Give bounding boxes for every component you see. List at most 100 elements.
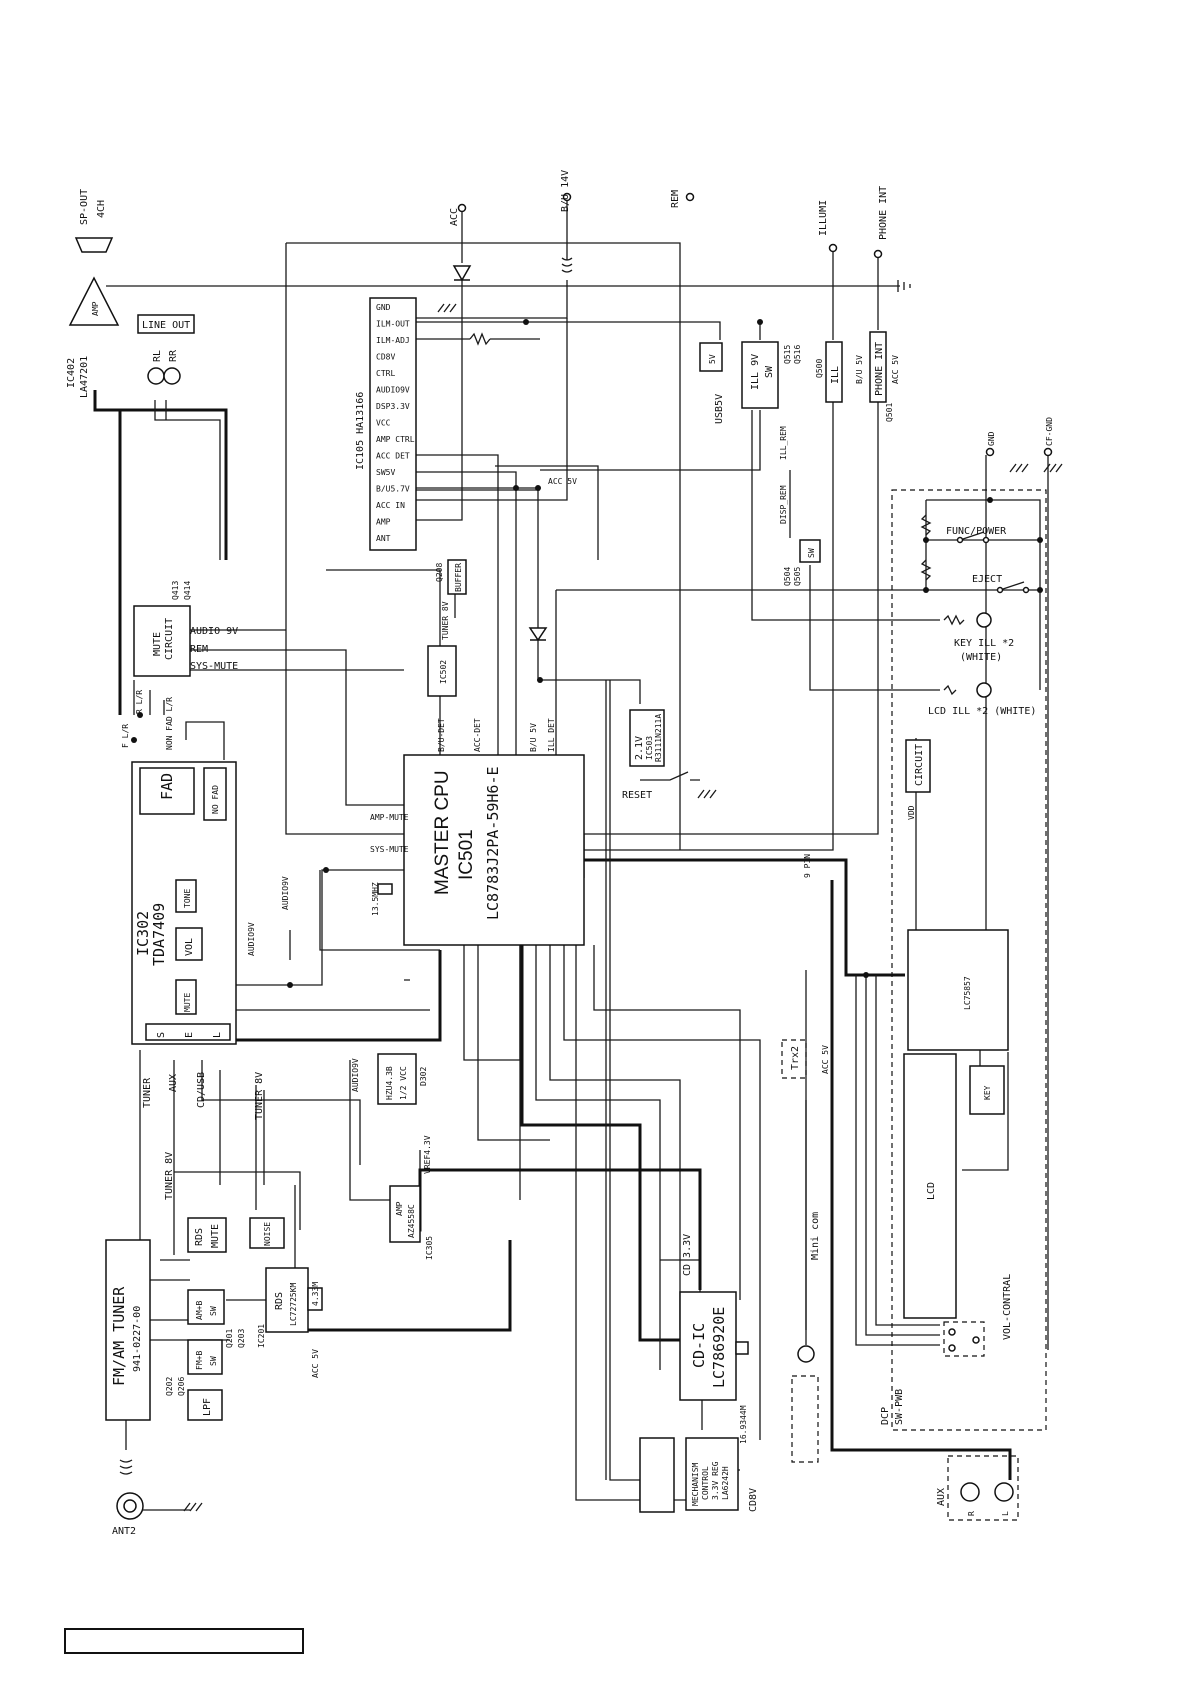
ic503-part-label: R3111N211A (654, 714, 663, 762)
ill9v-label: ILL 9V (750, 354, 761, 390)
bu14v-wire (416, 200, 568, 319)
phone-int-label: PHONE INT (878, 186, 889, 240)
acc-label: ACC (449, 208, 460, 226)
rem-label: REM (670, 190, 681, 208)
coil-icon (119, 1459, 133, 1475)
key-label: KEY (983, 1085, 992, 1100)
aux2-label: AUX (168, 1074, 179, 1092)
amp-ic402 (68, 276, 120, 326)
amp-mute-label: AMP-MUTE (370, 813, 409, 822)
rl-label: RL (152, 350, 163, 362)
l-label: L (212, 1032, 223, 1038)
trx2-box (781, 1039, 807, 1079)
lcd-box (903, 1053, 957, 1319)
ic105-label: IC105 HA13166 (355, 392, 366, 470)
amp-label: AMP (91, 301, 100, 316)
ic105-pin-list: GNDILM-OUTILM-ADJCD8VCTRLAUDIO9VDSP3.3VV… (376, 303, 415, 543)
tuner-label: TUNER (142, 1077, 153, 1108)
tuner8v-2-label: TUNER 8V (254, 1072, 265, 1120)
cf-gnd-label: CF-GND (1045, 417, 1054, 446)
ic302-label: IC302 (134, 911, 152, 956)
ill-rem-wire (751, 410, 940, 621)
tuner8v-label: TUNER 8V (441, 601, 450, 640)
vdd-label: VDD (907, 805, 916, 820)
rca-jack-icon (163, 367, 181, 385)
fm-am-tuner-box (105, 1239, 151, 1421)
ic105-pin-11: B/U5.7V (376, 485, 410, 494)
trx2-label: Trx2 (790, 1046, 801, 1070)
ill-q500-box (825, 341, 843, 403)
q505-label: Q505 (793, 567, 802, 586)
ic105-pin-9: ACC DET (376, 452, 410, 461)
ic105-pin-4: CTRL (376, 369, 395, 378)
top-terminals (457, 192, 1053, 457)
gnd-label: GND (987, 431, 996, 446)
noise-box (249, 1217, 285, 1249)
dcp-label: DCP (880, 1407, 891, 1425)
5v-label: 5V (708, 354, 717, 364)
cd-usb-label: CD/USB (196, 1072, 207, 1108)
tuner8v-3-label: TUNER 8V (164, 1152, 175, 1200)
xtal-label: 13.5MHZ (371, 882, 380, 916)
ic305-label: IC305 (425, 1236, 434, 1260)
q504-label: Q504 (783, 567, 792, 586)
led-icon (976, 682, 992, 698)
aux-label: AUX (936, 1488, 947, 1506)
mute-label: MUTE (183, 993, 192, 1012)
mech1-label: MECHANISM (691, 1462, 700, 1506)
mech3-label: 3.3V REG (711, 1461, 720, 1500)
eject-label: EJECT (972, 574, 1002, 585)
line-out-box (137, 314, 195, 334)
mini-com-jack-icon (797, 1345, 815, 1363)
ic105-pin-2: ILM-ADJ (376, 336, 410, 345)
lc75857-label: LC75857 (963, 976, 972, 1010)
circuit-label: CIRCUIT (914, 744, 925, 786)
no-fad-box (203, 767, 227, 821)
fad-box (139, 767, 195, 815)
az4558-label: AZ4558C (407, 1204, 416, 1238)
lc786920e-label: LC786920E (710, 1307, 728, 1388)
rca-jack-icon (960, 1482, 980, 1502)
ic105-pin-3: CD8V (376, 353, 395, 362)
lc75857-box (907, 929, 1009, 1051)
ic502-label: IC502 (439, 660, 448, 684)
ic105-pin-6: DSP3.3V (376, 402, 410, 411)
aux-jack-outline (947, 1455, 1019, 1521)
bu5v-cpu-label: B/U 5V (529, 723, 538, 752)
vol-label: VOL (184, 938, 195, 956)
ic105-pin-7: VCC (376, 419, 391, 428)
ill-det-label: ILL DET (547, 718, 556, 752)
master-cpu-label: MASTER CPU (432, 770, 453, 895)
aux-bus (830, 880, 1012, 1480)
rds2-label: RDS (274, 1292, 285, 1310)
q202-label: Q202 (165, 1377, 174, 1396)
ic305-box (389, 1185, 421, 1243)
nine-pin-label: 9 PIN (803, 854, 812, 878)
ic502-box (427, 645, 457, 697)
reset-switch-icon (640, 771, 700, 781)
footer-blank-box (64, 1628, 304, 1654)
phone-int-box-label: PHONE INT (874, 342, 885, 396)
ic105-pin-14: ANT (376, 534, 391, 543)
x433-label: 4.33M (311, 1282, 320, 1306)
sw3-label: SW (209, 1356, 218, 1366)
half-vcc-label: 1/2 VCC (399, 1066, 408, 1100)
aux-l-label: L (1001, 1511, 1010, 1516)
dcp-sw-pwb-outline (891, 489, 1047, 1431)
d302-label: D302 (419, 1067, 428, 1086)
acc5v-4-label: ACC 5V (311, 1349, 320, 1378)
cpu-part-label: LC8783J2PA-59H6-E (484, 766, 502, 920)
audio9v-label: AUDIO 9V (190, 626, 238, 637)
q201-label: Q201 (225, 1329, 234, 1348)
fm-am-tuner-label: FM/AM TUNER (110, 1286, 128, 1386)
tone-label: TONE (183, 889, 192, 908)
ic105-pin-0: GND (376, 303, 391, 312)
lpf-box (187, 1389, 223, 1421)
amb-label: AM+B (195, 1301, 204, 1320)
tda7409-label: TDA7409 (150, 903, 168, 966)
acc5v-2-label: ACC 5V (548, 477, 577, 486)
audio9v-3-label: AUDIO9V (281, 876, 290, 910)
cd-ic-label: CD-IC (690, 1323, 708, 1368)
q500-label: Q500 (815, 359, 824, 378)
